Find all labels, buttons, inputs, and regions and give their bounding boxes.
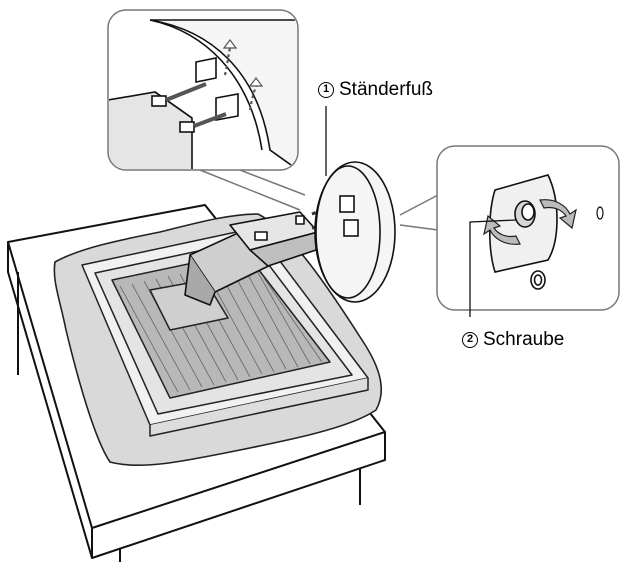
callout-label: Ständerfuß <box>339 79 433 100</box>
monitor <box>81 227 369 437</box>
inset-detail-screw <box>399 145 620 317</box>
callout-stand: 1 Ständerfuß <box>318 80 433 99</box>
callout-screw: 2 Schraube <box>462 330 564 349</box>
callout-number: 1 <box>318 81 334 98</box>
inset-detail-stand <box>107 9 306 211</box>
table-front-edge <box>7 242 93 559</box>
callout-number: 2 <box>462 331 478 348</box>
callout-label: Schraube <box>483 329 565 350</box>
stand-base <box>314 161 396 303</box>
